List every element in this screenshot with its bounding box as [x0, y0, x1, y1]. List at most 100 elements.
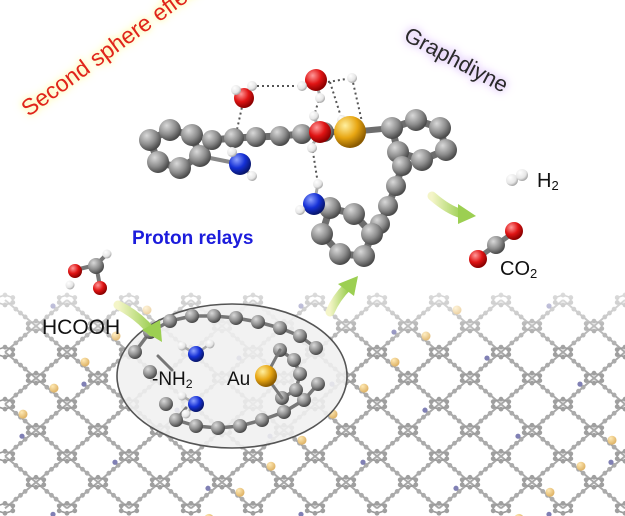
carbon-atom — [435, 139, 457, 161]
lattice-carbon — [13, 444, 19, 450]
carbon-atom — [255, 413, 269, 427]
lattice-carbon — [49, 492, 54, 498]
lattice-carbon — [111, 440, 116, 446]
lattice-carbon — [568, 456, 574, 462]
lattice-carbon — [444, 404, 450, 410]
lattice-carbon — [142, 466, 147, 472]
lattice-carbon — [537, 378, 543, 383]
lattice-carbon — [332, 418, 338, 424]
lattice-carbon — [10, 451, 16, 457]
lattice-carbon — [602, 384, 608, 390]
lattice-carbon — [301, 444, 307, 450]
lattice-carbon — [413, 425, 419, 431]
lattice-carbon — [157, 474, 163, 480]
lattice-carbon — [18, 440, 23, 446]
lattice-carbon — [366, 508, 372, 514]
au-label: Au — [227, 369, 251, 390]
lattice-carbon — [611, 462, 617, 468]
lattice-carbon — [332, 470, 338, 476]
lattice-carbon — [576, 414, 581, 420]
lattice-carbon — [177, 462, 183, 468]
h2-molecule — [506, 169, 528, 186]
lattice-carbon — [80, 440, 85, 446]
lattice-carbon — [80, 466, 85, 472]
lattice-gold — [607, 435, 617, 445]
lattice-carbon — [614, 508, 620, 514]
lattice-carbon — [545, 388, 550, 394]
lattice-carbon — [447, 410, 453, 416]
lattice-carbon — [456, 488, 462, 494]
lattice-carbon — [111, 388, 116, 394]
lattice-carbon — [72, 456, 78, 462]
lattice-carbon — [599, 482, 605, 488]
carbon-atom — [311, 377, 325, 391]
lattice-carbon — [2, 510, 8, 516]
lattice-carbon — [425, 496, 431, 502]
lattice-carbon — [545, 466, 550, 472]
lattice-carbon — [328, 492, 333, 498]
lattice-carbon — [261, 496, 267, 502]
lattice-nitrogen — [81, 381, 87, 387]
lattice-carbon — [483, 388, 488, 394]
lattice-carbon — [583, 378, 589, 383]
lattice-carbon — [549, 444, 555, 450]
lattice-carbon — [498, 396, 504, 402]
lattice-carbon — [18, 362, 23, 368]
lattice-carbon — [25, 373, 31, 379]
lattice-carbon — [87, 430, 93, 436]
lattice-carbon — [580, 488, 586, 494]
lattice-carbon — [444, 451, 450, 457]
lattice-carbon — [13, 392, 19, 398]
lattice-carbon — [188, 458, 194, 464]
lattice-carbon — [498, 354, 504, 360]
lattice-carbon — [436, 396, 442, 402]
lattice-carbon — [602, 470, 608, 476]
hydrogen-atom — [307, 143, 317, 153]
lattice-carbon — [607, 388, 612, 394]
lattice-carbon — [421, 388, 426, 394]
lattice-carbon — [41, 378, 47, 383]
lattice-carbon — [312, 500, 318, 506]
lattice-carbon — [168, 470, 174, 476]
lattice-carbon — [552, 451, 558, 457]
lattice-carbon — [382, 456, 388, 462]
lattice-carbon — [366, 352, 372, 357]
lattice-carbon — [591, 370, 597, 376]
lattice-carbon — [335, 482, 341, 488]
lattice-carbon — [199, 496, 205, 502]
lattice-carbon — [580, 384, 586, 390]
lattice-carbon — [44, 470, 50, 476]
lattice-carbon — [134, 456, 140, 462]
lattice-carbon — [95, 422, 101, 428]
lattice-carbon — [428, 456, 434, 462]
co2-molecule — [469, 222, 523, 268]
lattice-carbon — [397, 482, 403, 488]
lattice-carbon — [483, 362, 488, 368]
lattice-carbon — [49, 362, 54, 368]
carbon-atom — [88, 258, 104, 274]
lattice-gold — [545, 487, 555, 497]
lattice-carbon — [204, 466, 209, 472]
lattice-carbon — [146, 470, 152, 476]
carbon-atom — [487, 236, 505, 254]
inset-atoms — [128, 309, 325, 435]
lattice-carbon — [490, 508, 496, 514]
carbon-atom — [311, 223, 333, 245]
lattice-carbon — [545, 440, 550, 446]
lattice-carbon — [514, 492, 519, 498]
lattice-carbon — [571, 496, 577, 502]
hydrogen-atom — [205, 339, 215, 349]
lattice-carbon — [33, 422, 39, 428]
lattice-carbon — [142, 492, 147, 498]
lattice-gold — [390, 357, 400, 367]
lattice-carbon — [56, 503, 62, 509]
lattice-carbon — [394, 366, 400, 372]
lattice-nitrogen — [422, 407, 428, 413]
lattice-carbon — [487, 444, 493, 450]
lattice-carbon — [374, 448, 380, 454]
lattice-carbon — [506, 451, 512, 457]
lattice-carbon — [385, 462, 391, 468]
lattice-carbon — [405, 422, 411, 428]
lattice-carbon — [447, 444, 453, 450]
lattice-carbon — [22, 384, 28, 390]
